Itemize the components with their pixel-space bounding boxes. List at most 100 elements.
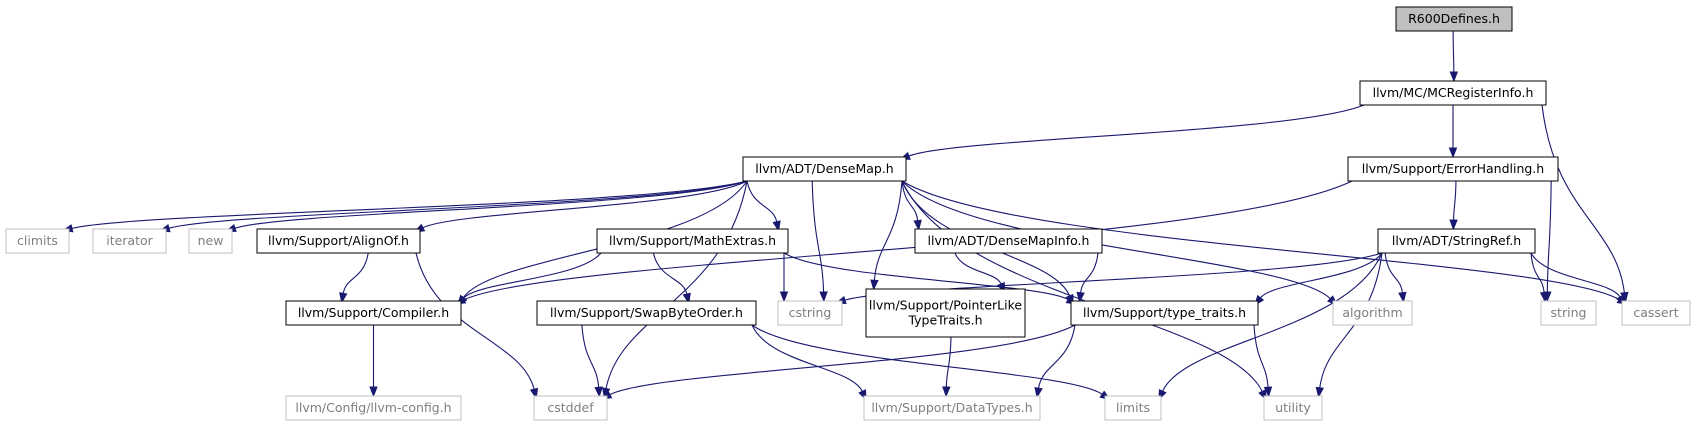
node-compiler[interactable]: llvm/Support/Compiler.h <box>285 300 462 326</box>
arrowhead <box>819 291 828 303</box>
node-box <box>533 395 608 421</box>
node-math-extras[interactable]: llvm/Support/MathExtras.h <box>596 228 789 254</box>
edge-line <box>609 324 1076 396</box>
node-error-handling[interactable]: llvm/Support/ErrorHandling.h <box>1347 156 1559 182</box>
node-label: algorithm <box>1342 305 1402 320</box>
node-label: cstddef <box>547 400 594 415</box>
node-llvm-config: llvm/Config/llvm-config.h <box>285 395 462 421</box>
edge-line <box>1037 324 1076 389</box>
edge-swap-byte-order-to-data-types <box>751 324 867 401</box>
edge-line <box>1530 252 1621 298</box>
node-box <box>1377 228 1536 254</box>
arrowhead <box>1539 291 1549 303</box>
node-type-traits[interactable]: llvm/Support/type_traits.h <box>1070 300 1259 326</box>
node-box <box>5 228 70 254</box>
edge-line <box>71 180 748 229</box>
edge-pointer-like-to-data-types <box>942 336 952 398</box>
arrowhead <box>1263 386 1273 398</box>
edge-line <box>1541 104 1625 293</box>
node-label: llvm/Support/Compiler.h <box>298 305 449 320</box>
edge-dense-map-info-to-type-traits <box>1076 252 1099 304</box>
edge-mcregister-info-to-cassert <box>1541 104 1629 304</box>
edge-type-traits-to-utility <box>1253 324 1273 398</box>
arrowhead <box>369 386 378 398</box>
node-label: TypeTraits.h <box>907 313 982 328</box>
arrowhead <box>1449 219 1458 231</box>
edge-line <box>783 252 1069 301</box>
node-box <box>1540 300 1597 326</box>
node-mcregister-info[interactable]: llvm/MC/MCRegisterInfo.h <box>1359 80 1547 106</box>
arrowhead <box>1315 386 1325 399</box>
edge-swap-byte-order-to-cstddef <box>581 324 603 398</box>
edge-line <box>1530 252 1545 293</box>
edge-dense-map-to-align-of <box>413 180 748 233</box>
node-label: llvm/ADT/DenseMap.h <box>755 161 893 176</box>
arrowhead <box>779 291 789 303</box>
node-align-of[interactable]: llvm/Support/AlignOf.h <box>256 228 421 254</box>
node-label: string <box>1551 305 1587 320</box>
edge-math-extras-to-cstring <box>779 253 789 303</box>
edge-math-extras-to-swap-byte-order <box>652 252 691 305</box>
arrowhead <box>1398 291 1407 304</box>
edge-type-traits-to-data-types <box>1034 324 1076 399</box>
edge-mcregister-info-to-dense-map <box>899 104 1365 160</box>
node-limits: limits <box>1104 395 1162 421</box>
node-label: llvm/Support/SwapByteOrder.h <box>550 305 743 320</box>
node-string: string <box>1540 300 1597 326</box>
node-box <box>256 228 421 254</box>
arrowhead <box>1448 147 1458 159</box>
node-dense-map-info[interactable]: llvm/ADT/DenseMapInfo.h <box>914 228 1103 254</box>
node-label: llvm/Config/llvm-config.h <box>295 400 451 415</box>
node-cassert: cassert <box>1621 300 1691 326</box>
edge-line <box>954 252 1002 285</box>
node-box <box>742 156 907 182</box>
node-box <box>1395 6 1513 32</box>
arrowhead <box>1449 71 1459 83</box>
arrowhead <box>1034 387 1043 399</box>
node-new: new <box>188 228 233 254</box>
arrowhead <box>339 292 348 304</box>
arrowhead <box>1076 291 1085 304</box>
edge-line <box>873 180 903 281</box>
edge-line <box>1253 324 1269 388</box>
edge-line <box>463 252 602 299</box>
edges-layer <box>61 30 1629 401</box>
arrowhead <box>913 219 922 231</box>
node-label: llvm/Support/MathExtras.h <box>609 233 776 248</box>
node-label: utility <box>1275 400 1311 415</box>
edge-line <box>463 180 1353 301</box>
edge-dense-map-to-climits <box>61 180 748 233</box>
node-data-types: llvm/Support/DataTypes.h <box>863 395 1041 421</box>
edge-align-of-to-compiler <box>339 252 369 304</box>
edge-line <box>1319 252 1383 388</box>
node-box <box>1359 80 1547 106</box>
edge-line <box>751 324 1103 395</box>
node-box <box>865 288 1026 338</box>
nodes-layer: R600Defines.h llvm/MC/MCRegisterInfo.h llv… <box>5 6 1691 421</box>
edge-line <box>1384 252 1403 293</box>
arrowhead <box>772 220 781 232</box>
node-box <box>285 300 462 326</box>
edge-line <box>751 324 863 392</box>
node-iterator: iterator <box>92 228 167 254</box>
node-swap-byte-order[interactable]: llvm/Support/SwapByteOrder.h <box>536 300 757 326</box>
node-box <box>1621 300 1691 326</box>
node-label: llvm/Support/DataTypes.h <box>871 400 1032 415</box>
node-box <box>536 300 757 326</box>
node-utility: utility <box>1263 395 1323 421</box>
edge-line <box>652 252 688 295</box>
node-box <box>863 395 1041 421</box>
edge-line <box>605 180 748 389</box>
edge-dense-map-to-cstddef <box>601 180 748 399</box>
node-dense-map[interactable]: llvm/ADT/DenseMap.h <box>742 156 907 182</box>
node-box <box>914 228 1103 254</box>
edge-line <box>1080 252 1099 293</box>
node-r600defines[interactable]: R600Defines.h <box>1395 6 1513 32</box>
node-label: cassert <box>1633 305 1678 320</box>
node-string-ref[interactable]: llvm/ADT/StringRef.h <box>1377 228 1536 254</box>
edge-line <box>1453 180 1457 221</box>
edge-dense-map-to-cstring <box>811 180 828 303</box>
edge-line <box>1162 252 1383 392</box>
edge-math-extras-to-compiler <box>456 252 602 307</box>
